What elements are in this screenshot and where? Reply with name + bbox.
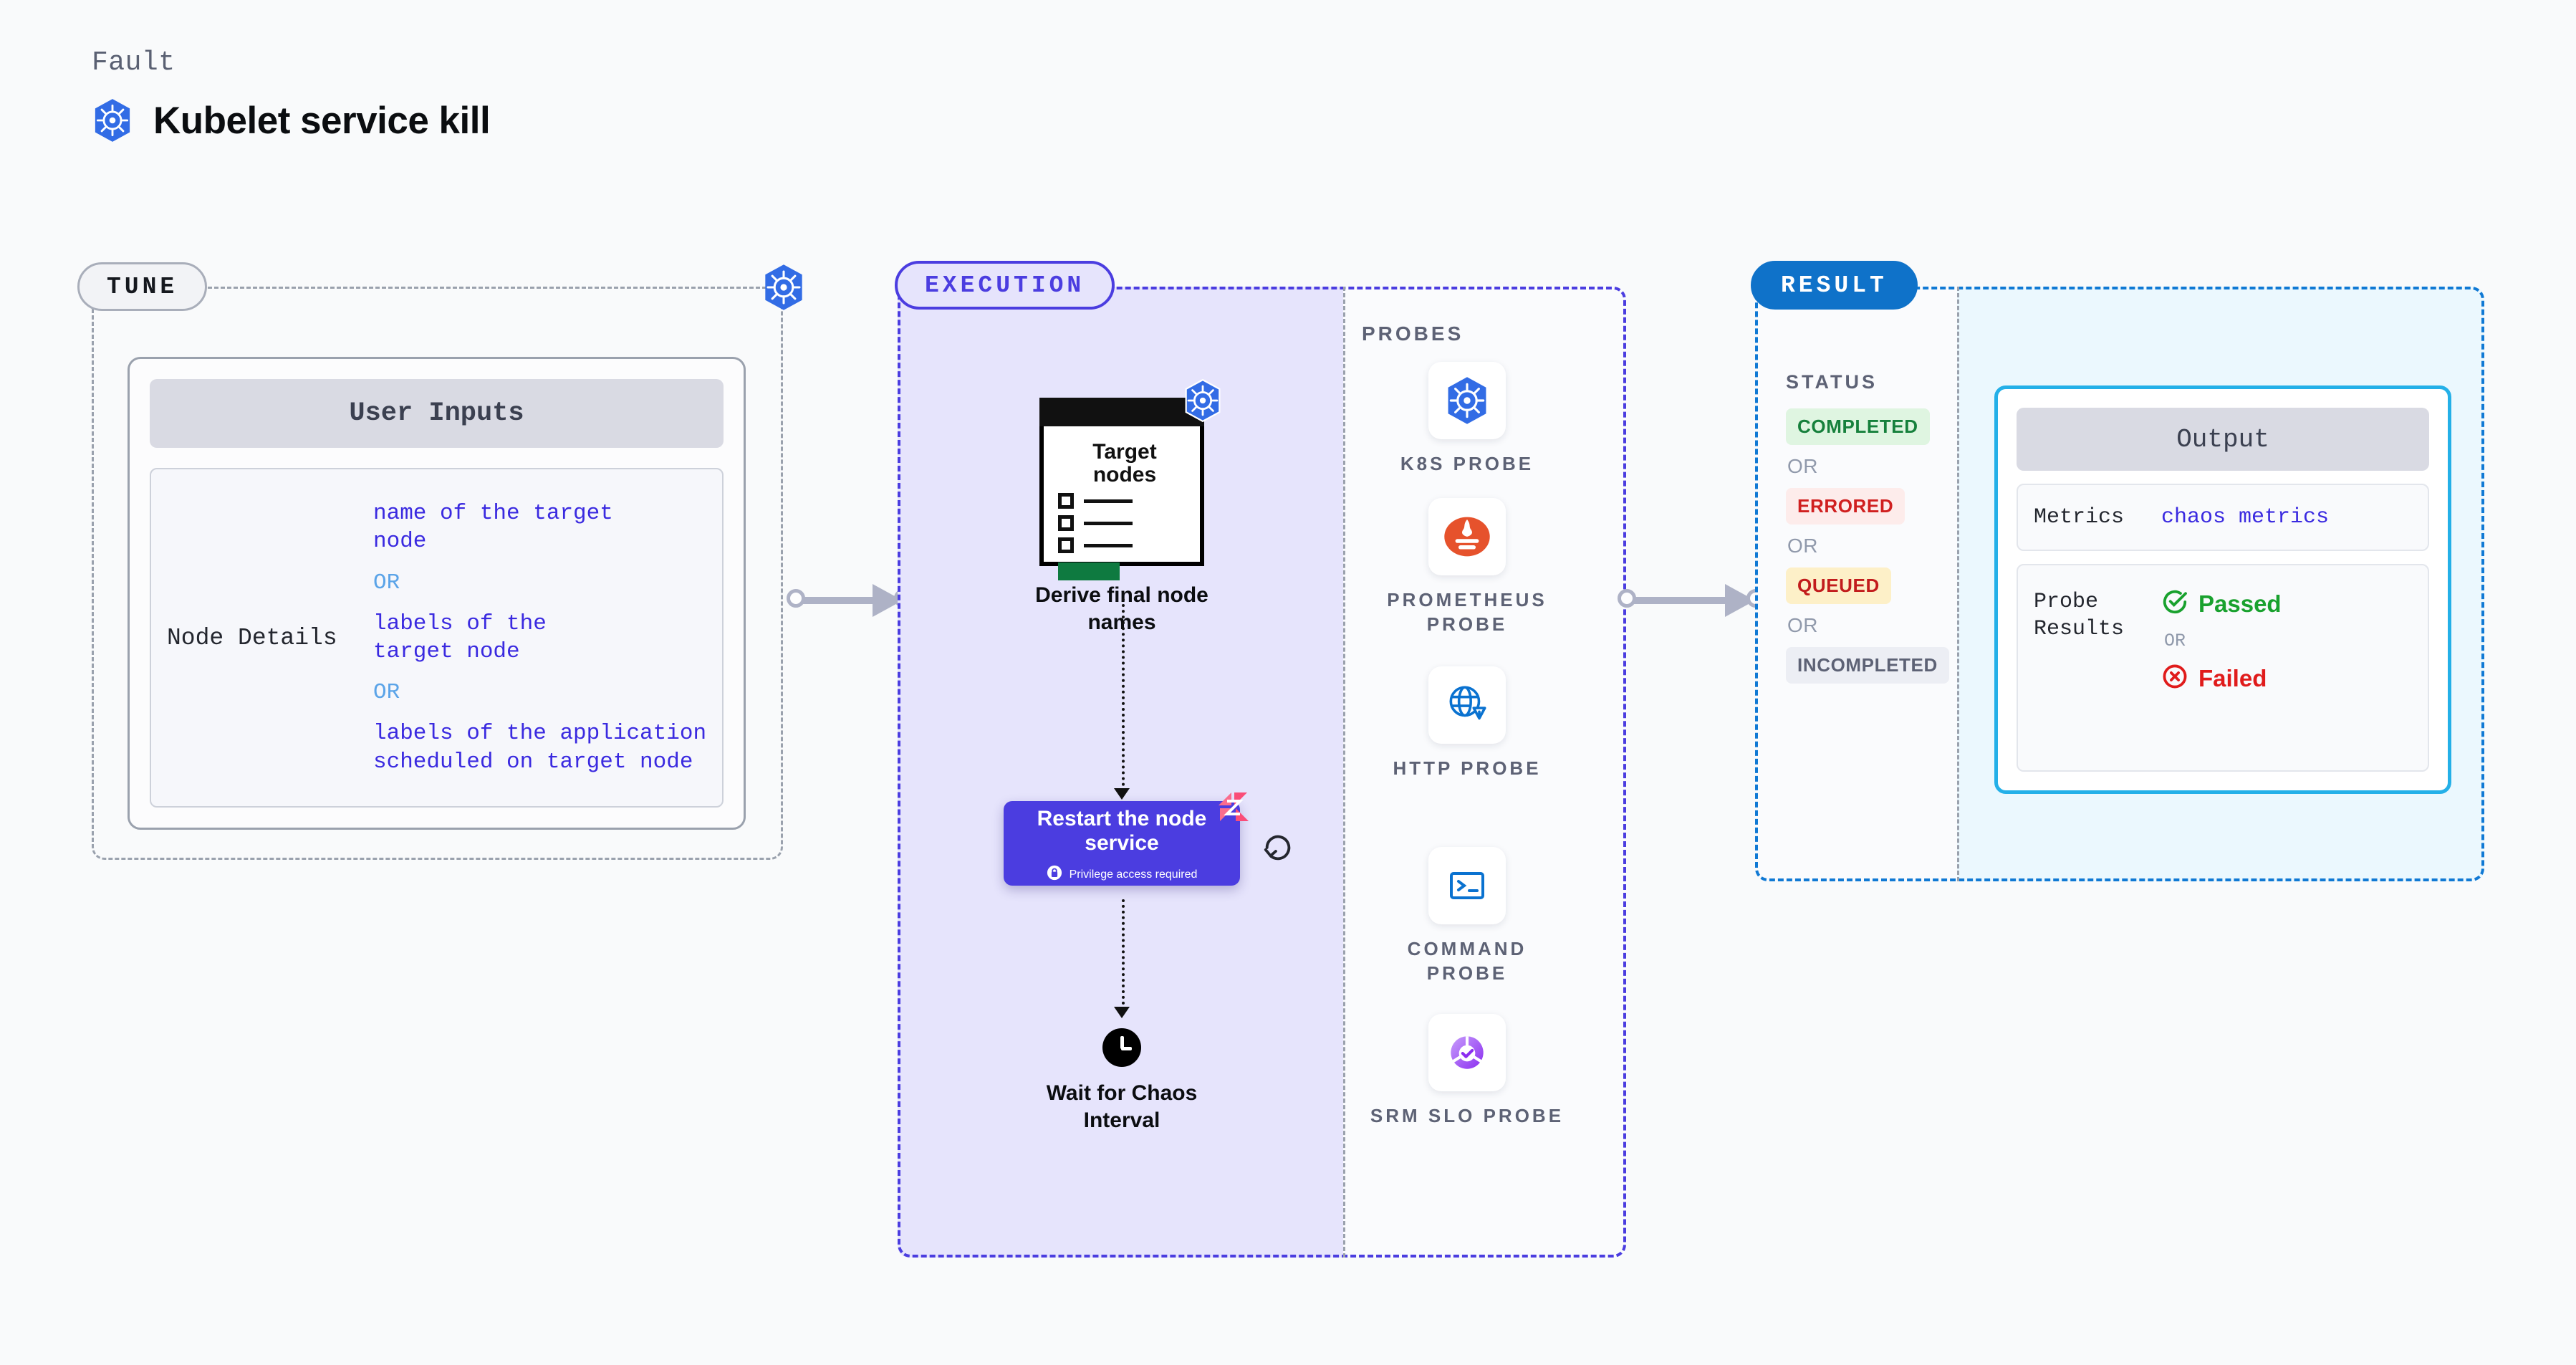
probe-result-failed: Failed <box>2161 663 2282 694</box>
status-badge-list: COMPLETED OR ERRORED OR QUEUED OR INCOMP… <box>1786 408 1949 684</box>
privilege-note-text: Privilege access required <box>1069 868 1198 881</box>
status-or-3: OR <box>1787 614 1818 636</box>
output-card: Output Metrics chaos metrics Probe Resul… <box>1994 385 2451 794</box>
probe-label: HTTP PROBE <box>1393 757 1542 779</box>
metrics-value[interactable]: chaos metrics <box>2161 505 2330 530</box>
page-header: Fault Kubelet service kill <box>92 47 491 143</box>
fault-title-row: Kubelet service kill <box>92 98 491 143</box>
execution-panel: EXECUTION PROBES Target nodes <box>895 261 1626 1258</box>
flow-arrow-2 <box>1122 899 1125 1010</box>
result-pill[interactable]: RESULT <box>1751 261 1918 310</box>
node-details-label: Node Details <box>167 624 337 651</box>
user-inputs-title: User Inputs <box>150 379 724 448</box>
node-details-option-1: name of the target node <box>373 500 613 555</box>
kubernetes-icon <box>761 264 806 311</box>
probe-item-http[interactable]: HTTP PROBE <box>1363 666 1571 781</box>
result-panel-border <box>1755 287 2484 881</box>
kubernetes-icon <box>1183 379 1223 422</box>
probes-divider <box>1343 287 1345 1258</box>
harness-chaos-icon <box>1217 791 1250 828</box>
tune-panel: TUNE User Inputs Node Details name of th… <box>77 262 802 860</box>
result-panel: RESULT STATUS COMPLETED OR ERRORED OR QU… <box>1751 261 2484 881</box>
status-section-title: STATUS <box>1786 371 1878 393</box>
check-circle-icon <box>2161 588 2188 619</box>
probes-section-title: PROBES <box>1362 322 1464 345</box>
probe-label: PROMETHEUS PROBE <box>1387 589 1547 635</box>
tune-pill[interactable]: TUNE <box>77 262 208 311</box>
probe-results-key: Probe Results <box>2034 590 2125 642</box>
status-badge: INCOMPLETED <box>1786 647 1949 684</box>
failed-label: Failed <box>2198 664 2267 691</box>
status-badge: ERRORED <box>1786 488 1905 525</box>
probes-background <box>1343 287 1626 1258</box>
step-restart-node-service[interactable]: Restart the node service Privilege acces… <box>1004 792 1249 886</box>
fault-eyebrow-label: Fault <box>92 47 176 78</box>
status-badge: COMPLETED <box>1786 408 1930 445</box>
status-divider <box>1957 287 1959 881</box>
probe-result-passed: Passed <box>2161 588 2282 619</box>
node-details-options: name of the target node OR labels of the… <box>373 499 722 776</box>
probe-results-row: Probe Results Passed OR <box>2017 564 2429 772</box>
metrics-row: Metrics chaos metrics <box>2017 484 2429 551</box>
kubernetes-icon <box>1428 362 1506 439</box>
node-details-row: Node Details name of the target node OR … <box>150 468 724 808</box>
connector-tune-to-execution <box>787 584 913 617</box>
document-title: Target nodes <box>1092 440 1157 487</box>
connector-execution-to-result <box>1618 584 1765 617</box>
node-details-option-2: labels of the target node <box>373 610 547 664</box>
clock-icon <box>1102 1028 1141 1067</box>
lock-icon <box>1047 865 1062 884</box>
node-details-or-1: OR <box>373 570 400 595</box>
node-details-option-3: labels of the application scheduled on t… <box>373 721 707 775</box>
probe-item-k8s[interactable]: K8S PROBE <box>1363 362 1571 476</box>
prometheus-icon <box>1428 498 1506 575</box>
tune-panel-border <box>92 287 783 860</box>
user-inputs-card: User Inputs Node Details name of the tar… <box>128 357 746 830</box>
node-details-or-2: OR <box>373 680 400 706</box>
status-or-2: OR <box>1787 535 1818 557</box>
probe-item-srm-slo[interactable]: SRM SLO PROBE <box>1363 1014 1571 1129</box>
target-nodes-document-icon: Target nodes <box>1039 379 1221 581</box>
execution-panel-border <box>898 287 1626 1258</box>
srm-slo-icon <box>1428 1014 1506 1091</box>
output-title: Output <box>2017 408 2429 471</box>
probe-label: K8S PROBE <box>1400 453 1534 474</box>
terminal-icon <box>1428 847 1506 924</box>
retry-loop-icon[interactable] <box>1261 831 1294 868</box>
flow-arrow-1 <box>1122 598 1125 792</box>
probe-item-command[interactable]: COMMAND PROBE <box>1363 847 1571 986</box>
metrics-key: Metrics <box>2034 504 2125 530</box>
restart-card-title: Restart the node service <box>1037 806 1207 855</box>
execution-pill[interactable]: EXECUTION <box>895 261 1115 310</box>
status-or-1: OR <box>1787 455 1818 477</box>
globe-warning-icon <box>1428 666 1506 744</box>
flow-arrow-2-head <box>1114 1007 1130 1018</box>
x-circle-icon <box>2161 663 2188 694</box>
probe-results-or: OR <box>2164 631 2186 651</box>
step-wait-for-chaos-interval[interactable]: Wait for Chaos Interval <box>1014 1028 1229 1134</box>
probe-label: SRM SLO PROBE <box>1370 1105 1565 1126</box>
privilege-note: Privilege access required <box>1047 865 1198 884</box>
page-title: Kubelet service kill <box>153 99 491 142</box>
probe-results-values: Passed OR Failed <box>2161 588 2282 694</box>
step-wait-label: Wait for Chaos Interval <box>1046 1081 1198 1132</box>
probe-label: COMMAND PROBE <box>1407 938 1527 984</box>
status-badge: QUEUED <box>1786 567 1891 604</box>
kubernetes-icon <box>92 98 133 143</box>
flow-arrow-1-head <box>1114 788 1130 800</box>
probe-item-prometheus[interactable]: PROMETHEUS PROBE <box>1363 498 1571 637</box>
passed-label: Passed <box>2198 590 2282 617</box>
